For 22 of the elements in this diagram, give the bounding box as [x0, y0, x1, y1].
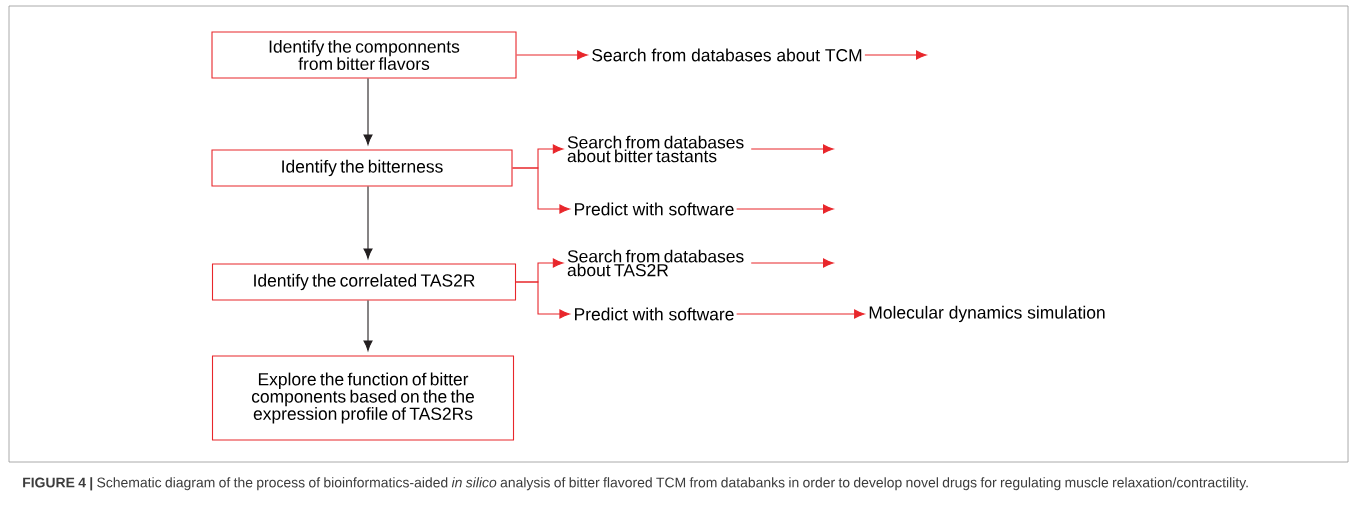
- arrow: [516, 50, 588, 60]
- step-text: Search from databases about bitter tastants: [567, 135, 744, 163]
- figure-caption: FIGURE 4 | Schematic diagram of the process of bioinformatics-aided in silico analysis of bitter flavored TCM from databanks in order to develop novel drugs for regulating muscle relaxation/contractility.: [23, 477, 1248, 491]
- arrow: [512, 167, 570, 214]
- arrow: [750, 258, 834, 268]
- arrow: [363, 186, 373, 259]
- arrow: [515, 281, 570, 319]
- step-text: Search from databases about TAS2R: [567, 249, 744, 277]
- arrow: [363, 78, 373, 145]
- arrow: [864, 50, 927, 60]
- step-text: Predict with software: [575, 307, 734, 321]
- process-box: Explore the function of bitter components based on the the expression profile of TAS2Rs: [211, 355, 515, 441]
- process-box: Identify the correlated TAS2R: [211, 263, 517, 301]
- process-box: Identify the componnents from bitter flavors: [211, 31, 517, 79]
- arrow: [750, 144, 834, 154]
- arrow: [736, 204, 834, 214]
- arrow: [736, 309, 865, 319]
- step-text: Molecular dynamics simulation: [869, 305, 1105, 323]
- arrow: [363, 300, 373, 351]
- step-text: Search from databases about TCM: [592, 48, 862, 62]
- step-text: Predict with software: [575, 202, 734, 216]
- process-box: Identify the bitterness: [211, 149, 513, 187]
